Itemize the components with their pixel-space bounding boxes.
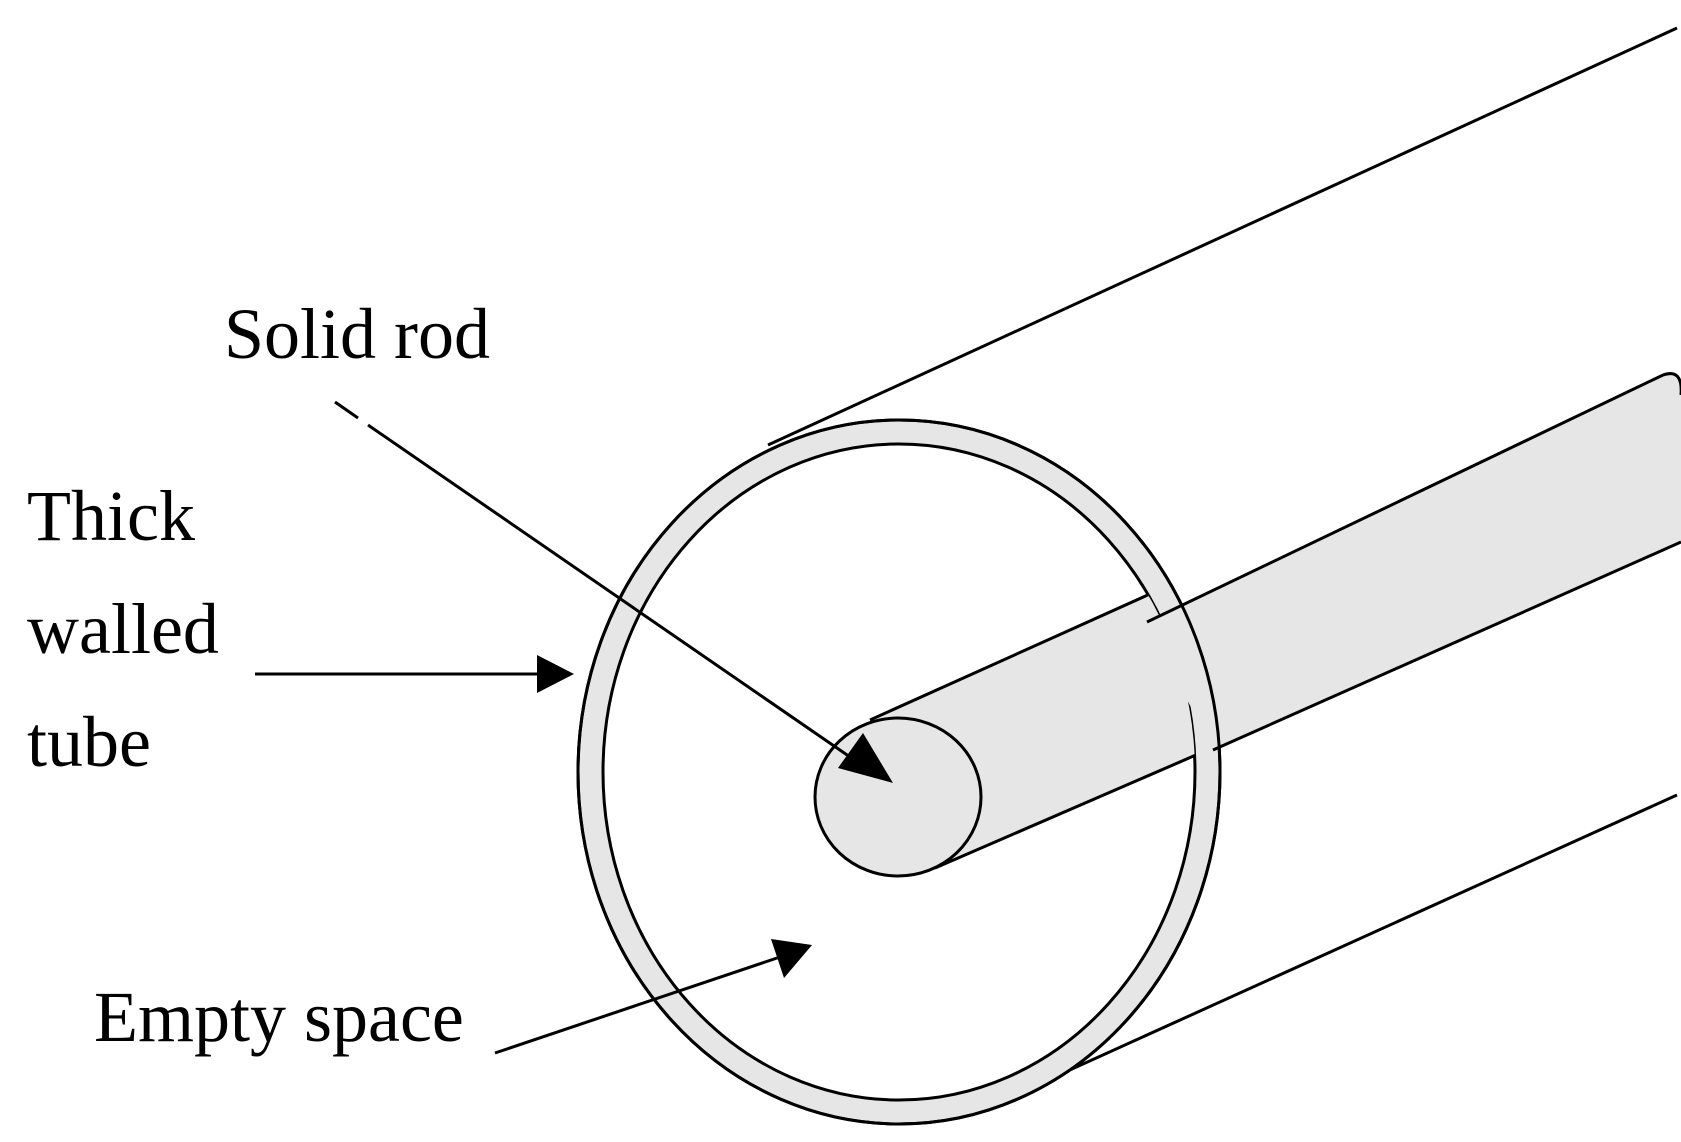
arrow-empty-space (494, 939, 812, 1055)
label-thick-walled-tube-line3: tube (27, 702, 151, 782)
label-solid-rod: Solid rod (224, 294, 490, 374)
label-thick-walled-tube-line1: Thick (27, 476, 195, 556)
rod-body-inside (869, 444, 1195, 870)
tube-inner-edge (601, 442, 1197, 1102)
rod-body-outside (576, 372, 1681, 1126)
arrow-thick-walled-tube (255, 655, 574, 693)
arrow-solid-rod (334, 400, 893, 783)
tube-body (767, 26, 1678, 1090)
tube-top-edge (767, 26, 1678, 447)
label-thick-walled-tube-line2: walled (27, 589, 219, 669)
solid-rod-end (813, 716, 983, 878)
tube-bottom-edge (1029, 793, 1678, 1090)
label-empty-space: Empty space (94, 977, 464, 1057)
